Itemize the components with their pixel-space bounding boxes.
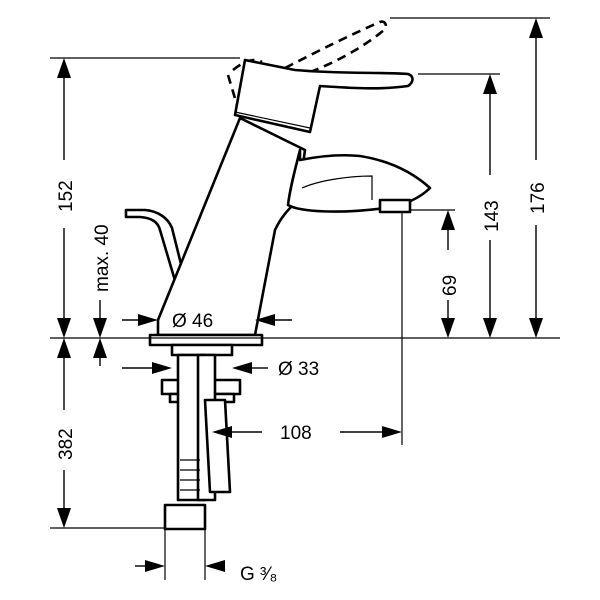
dimension-lines (50, 17, 560, 580)
faucet-outline (124, 20, 432, 531)
label-382: 382 (56, 428, 77, 460)
label-max-40: max. 40 (92, 224, 113, 292)
label-143: 143 (482, 200, 503, 232)
label-diameter-33: Ø 33 (278, 359, 319, 380)
label-108: 108 (280, 423, 312, 444)
label-connection-thread: G ³⁄₈ (240, 564, 277, 585)
label-176: 176 (528, 182, 549, 214)
label-diameter-46: Ø 46 (172, 311, 213, 332)
label-69: 69 (440, 275, 461, 296)
label-152: 152 (56, 180, 77, 212)
